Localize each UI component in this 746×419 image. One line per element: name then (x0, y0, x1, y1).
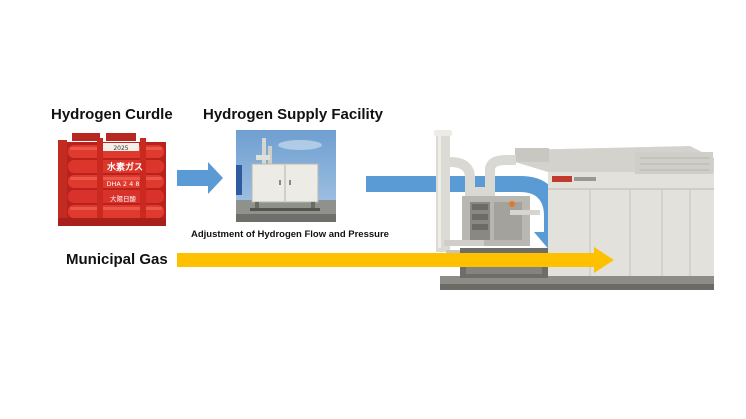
curdle-tag-text: 2025 (113, 145, 128, 152)
hydrogen-curdle-image: 2025 水素ガス DHA 2 4 8 大陽日酸 (58, 133, 166, 226)
curdle-bottom-text: 大陽日酸 (110, 194, 137, 203)
curdle-code-text: DHA 2 4 8 (107, 180, 140, 188)
curdle-main-text: 水素ガス (107, 161, 143, 173)
hydrogen-arrow-1 (177, 162, 223, 194)
hydrogen-supply-facility-image (236, 130, 336, 222)
